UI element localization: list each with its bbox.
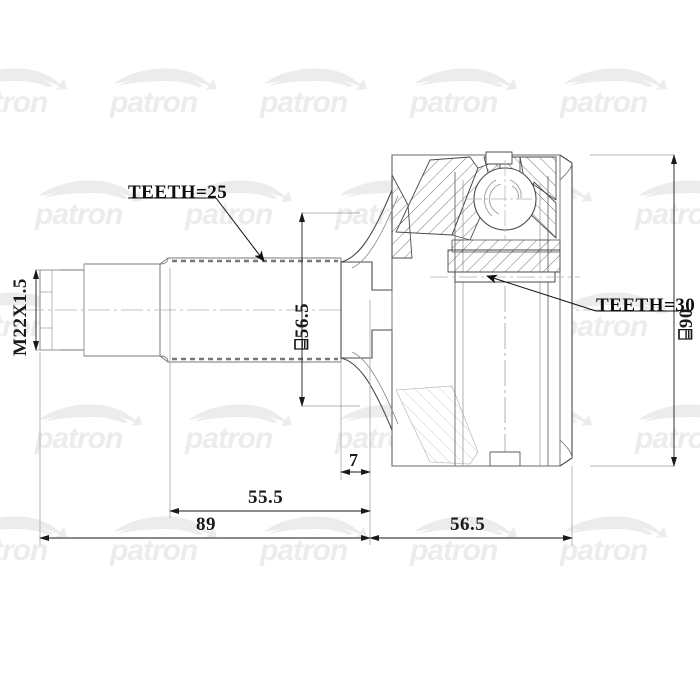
dim-label-56-5: 56.5 xyxy=(450,514,486,535)
callout-teeth-25: TEETH=25 xyxy=(128,182,228,203)
dim-label-7: 7 xyxy=(349,450,359,470)
dim-label-diameter-56-5: ⌸56.5 xyxy=(292,302,313,350)
dim-label-thread: M22X1.5 xyxy=(10,278,31,356)
dim-label-55-5: 55.5 xyxy=(248,487,284,508)
dim-label-diameter-90: ⌸90 xyxy=(676,308,697,340)
dim-label-89: 89 xyxy=(196,514,216,535)
